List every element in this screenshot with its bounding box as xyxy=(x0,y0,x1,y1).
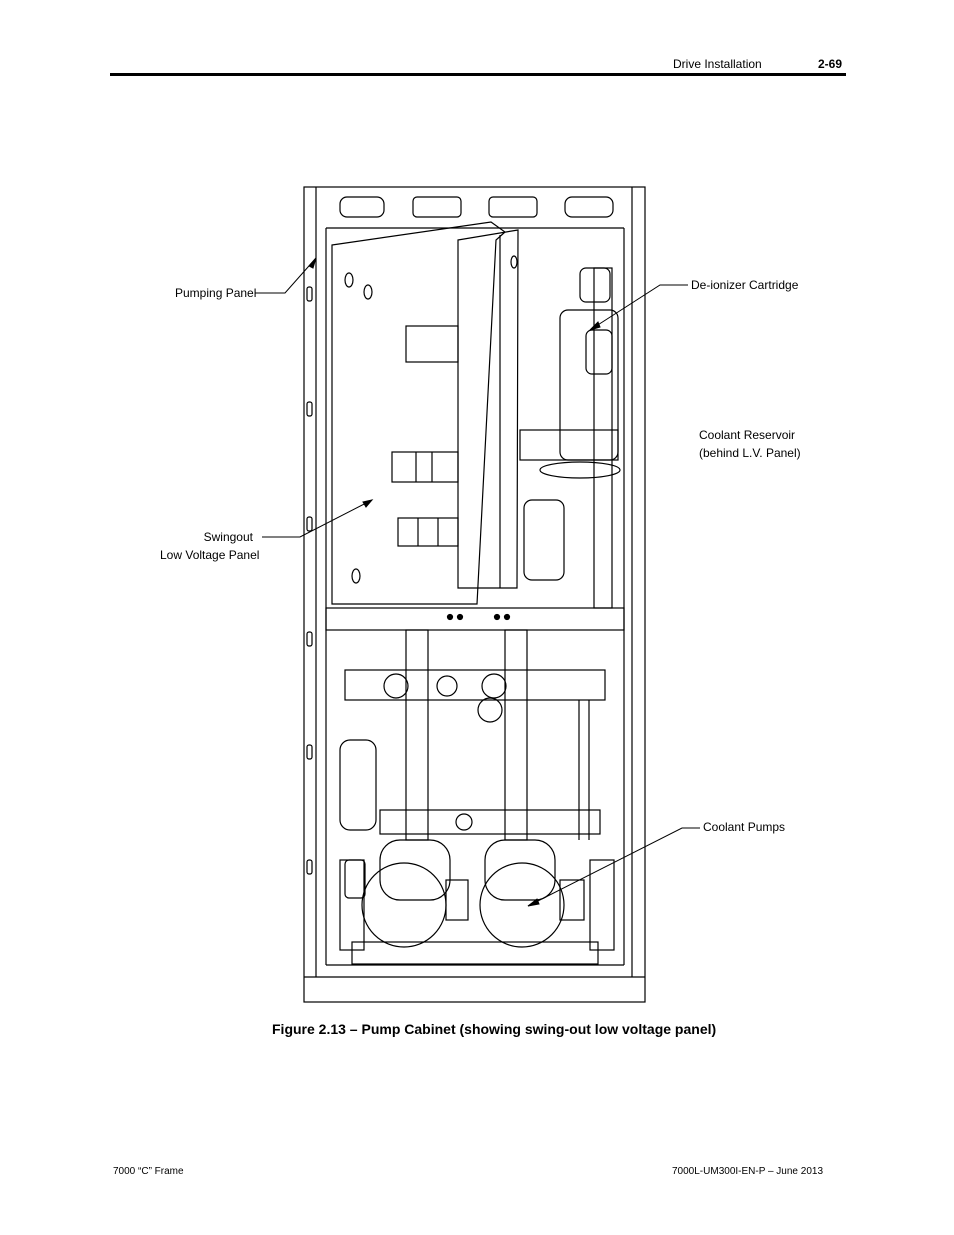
footer-left: 7000 “C” Frame xyxy=(113,1166,184,1177)
callout-coolant-reservoir: Coolant Reservoir (behind L.V. Panel) xyxy=(699,426,801,462)
deionizer-assembly xyxy=(519,267,621,609)
callout-swingout-panel: Swingout Low Voltage Panel xyxy=(160,528,260,564)
coolant-pumps xyxy=(339,839,615,965)
callout-swingout-line1: Swingout xyxy=(203,530,253,544)
header-page-number: 2-69 xyxy=(818,57,843,71)
divider-rail xyxy=(325,607,625,631)
callout-coolant-reservoir-line2: (behind L.V. Panel) xyxy=(699,446,801,460)
callout-leaders xyxy=(255,257,700,907)
header-section-title: Drive Installation xyxy=(673,57,762,71)
callout-pumping-panel: Pumping Panel xyxy=(175,286,257,300)
footer-right: 7000L-UM300I-EN-P – June 2013 xyxy=(672,1166,824,1177)
callout-coolant-reservoir-line1: Coolant Reservoir xyxy=(699,428,796,442)
piping xyxy=(339,629,606,899)
swingout-panel xyxy=(331,221,519,605)
callout-coolant-pumps: Coolant Pumps xyxy=(703,820,786,834)
callout-swingout-line2: Low Voltage Panel xyxy=(160,548,260,562)
header-rule xyxy=(110,73,846,76)
figure-caption: Figure 2.13 – Pump Cabinet (showing swin… xyxy=(272,1021,717,1037)
cabinet-frame xyxy=(303,186,646,1003)
callout-deionizer-cartridge: De-ionizer Cartridge xyxy=(691,278,799,292)
